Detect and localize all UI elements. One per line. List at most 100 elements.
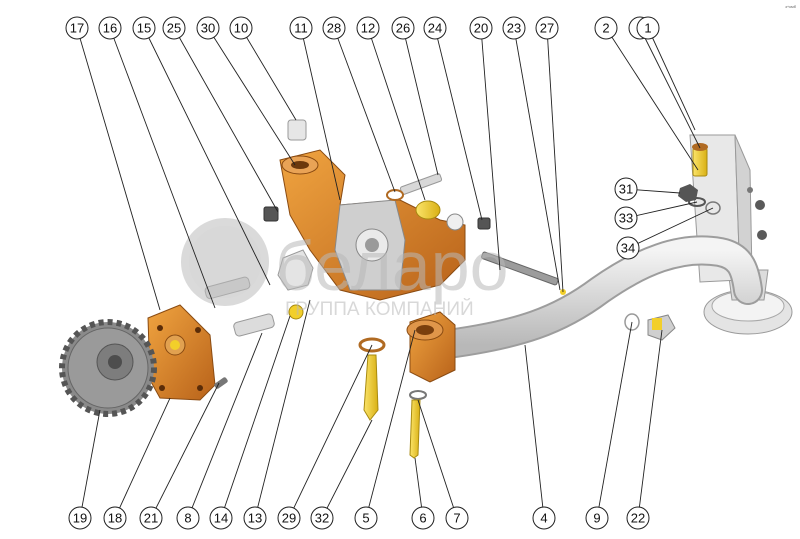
- callout-label: 20: [474, 21, 488, 36]
- callout-label: 19: [73, 511, 87, 526]
- leader-line-22: [637, 329, 663, 519]
- leader-line-30: [207, 27, 296, 166]
- pipe-flange: [406, 311, 456, 383]
- callout-17: 17: [65, 16, 89, 40]
- callout-12: 12: [356, 16, 380, 40]
- callout-13: 13: [243, 506, 267, 530]
- watermark: беларо ГРУППА КОМПАНИЙ: [181, 218, 509, 320]
- callout-label: 18: [108, 511, 122, 526]
- callout-circle: [162, 16, 186, 40]
- callout-label: 34: [621, 241, 635, 256]
- callout-label: 10: [234, 21, 248, 36]
- callout-circle: [356, 16, 380, 40]
- callout-label: 29: [282, 511, 296, 526]
- callout-circle: [176, 506, 200, 530]
- callout-label: 24: [428, 21, 442, 36]
- callout-circle: [585, 506, 609, 530]
- callout-2: 2: [594, 16, 618, 40]
- pump-body: [279, 149, 466, 301]
- leader-line-25: [173, 27, 279, 213]
- leader-line-32: [321, 419, 373, 519]
- callout-circle: [445, 506, 469, 530]
- callout-7: 7: [445, 506, 469, 530]
- leader-line-8: [187, 332, 263, 519]
- callout-33: 33: [614, 206, 638, 230]
- callout-1: 1: [636, 16, 660, 40]
- leader-lines: [76, 27, 714, 519]
- callout-label: 30: [201, 21, 215, 36]
- leader-line-4: [524, 344, 545, 519]
- callout-11: 11: [289, 16, 313, 40]
- callout-14: 14: [209, 506, 233, 530]
- callout-32: 32: [310, 506, 334, 530]
- callout-label: 13: [248, 511, 262, 526]
- callout-circle: [469, 16, 493, 40]
- small-parts: [204, 119, 721, 459]
- callout-5: 5: [354, 506, 378, 530]
- callout-circle: [209, 506, 233, 530]
- callout-circle: [532, 506, 556, 530]
- callout-label: 8: [184, 511, 191, 526]
- leader-line-16: [109, 27, 216, 309]
- leader-line-2: [605, 27, 699, 171]
- leader-line-3: [639, 27, 701, 149]
- callout-22: 22: [626, 506, 650, 530]
- leader-line-27: [546, 27, 564, 293]
- callout-circle: [391, 16, 415, 40]
- callout-28: 28: [322, 16, 346, 40]
- callout-label: 4: [540, 511, 547, 526]
- callout-24: 24: [423, 16, 447, 40]
- callout-19: 19: [68, 506, 92, 530]
- leader-line-9: [596, 321, 633, 519]
- callout-label: 27: [540, 21, 554, 36]
- callout-circle: [614, 177, 638, 201]
- callout-label: 32: [315, 511, 329, 526]
- watermark-subtitle: ГРУППА КОМПАНИЙ: [285, 298, 474, 320]
- leader-line-19: [79, 409, 101, 519]
- callout-21: 21: [139, 506, 163, 530]
- callout-34: 34: [616, 236, 640, 260]
- pump-cover: [147, 304, 216, 401]
- callout-circle: [616, 236, 640, 260]
- callout-20: 20: [469, 16, 493, 40]
- leader-line-26: [402, 27, 439, 176]
- leader-line-1: [647, 27, 696, 131]
- callout-circle: [103, 506, 127, 530]
- leader-line-13: [254, 299, 311, 519]
- leader-line-12: [367, 27, 426, 201]
- callout-30: 30: [196, 16, 220, 40]
- callout-label: 33: [619, 211, 633, 226]
- callout-label: 17: [70, 21, 84, 36]
- callout-16: 16: [98, 16, 122, 40]
- leader-line-29: [288, 344, 373, 519]
- callout-circle: [614, 206, 638, 230]
- callout-label: 2: [602, 21, 609, 36]
- callout-circle: [354, 506, 378, 530]
- callout-circle: [243, 506, 267, 530]
- leader-line-5: [365, 329, 416, 519]
- callout-circle: [310, 506, 334, 530]
- callout-label: 31: [619, 182, 633, 197]
- callout-31: 31: [614, 177, 638, 201]
- callout-circle: [65, 16, 89, 40]
- leader-line-34: [627, 207, 714, 249]
- callout-circle: [68, 506, 92, 530]
- corner-mark: з+кмб: [785, 4, 797, 9]
- callout-10: 10: [229, 16, 253, 40]
- callout-circle: [196, 16, 220, 40]
- leader-line-28: [333, 27, 396, 193]
- callout-15: 15: [132, 16, 156, 40]
- callout-circle: [132, 16, 156, 40]
- callout-circle: [502, 16, 526, 40]
- callout-label: 14: [214, 511, 228, 526]
- callout-circle: [289, 16, 313, 40]
- leader-line-21: [150, 382, 220, 519]
- callout-29: 29: [277, 506, 301, 530]
- leader-line-11: [300, 27, 341, 201]
- callout-label: 21: [144, 511, 158, 526]
- callout-label: 15: [137, 21, 151, 36]
- callout-label: 28: [327, 21, 341, 36]
- callout-label: 7: [453, 511, 460, 526]
- callout-circle: [277, 506, 301, 530]
